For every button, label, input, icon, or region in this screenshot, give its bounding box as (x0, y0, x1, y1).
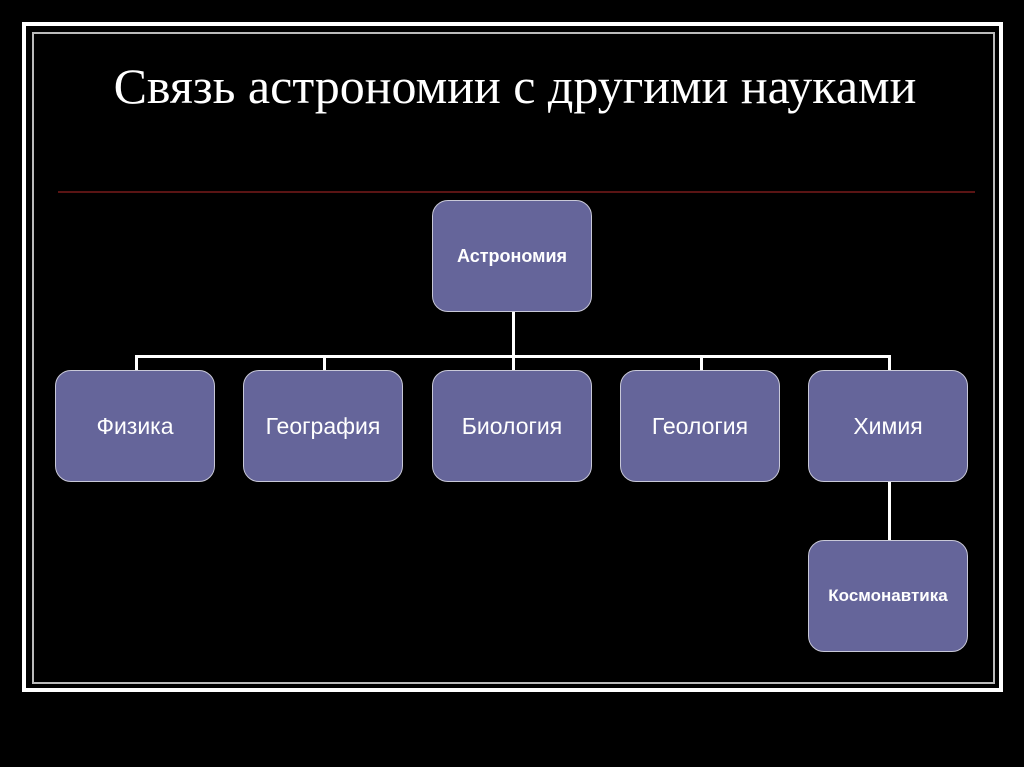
slide-title: Связь астрономии с другими науками (113, 58, 917, 114)
connector-geography (323, 355, 326, 371)
node-physics: Физика (55, 370, 215, 482)
node-geology: Геология (620, 370, 780, 482)
connector-physics (135, 355, 138, 371)
node-astronomy: Астрономия (432, 200, 592, 312)
connector-geology (700, 355, 703, 371)
connector-root-down (512, 312, 515, 357)
connector-chemistry (888, 355, 891, 371)
connector-chemistry-cosmonautics (888, 482, 891, 540)
node-cosmonautics: Космонавтика (808, 540, 968, 652)
node-chemistry: Химия (808, 370, 968, 482)
slide-inner-frame (32, 32, 995, 684)
node-geography: География (243, 370, 403, 482)
connector-biology (512, 355, 515, 371)
slide-outer-frame (22, 22, 1003, 692)
node-biology: Биология (432, 370, 592, 482)
title-divider (58, 191, 975, 193)
